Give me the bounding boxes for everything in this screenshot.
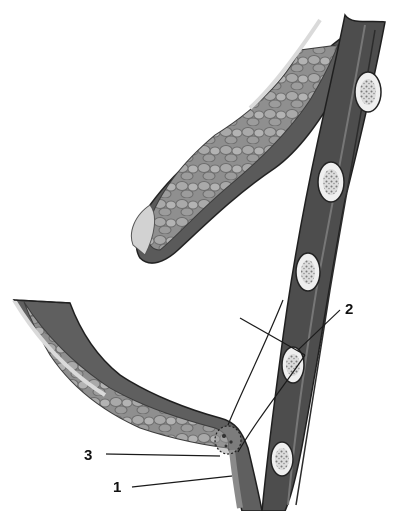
schwann-nucleus-oval: [318, 162, 344, 202]
schwann-nucleus-oval: [355, 72, 381, 112]
label-1: 1: [113, 479, 121, 496]
lower-axon-branch: [14, 300, 262, 511]
schwann-nucleus-oval: [271, 442, 293, 476]
schwann-nucleus-oval: [296, 253, 320, 291]
label-3: 3: [84, 447, 92, 464]
label-2: 2: [345, 301, 353, 318]
synapse-region: [215, 426, 241, 454]
leader-line-1: [132, 476, 232, 487]
leader-line-3: [106, 454, 220, 456]
